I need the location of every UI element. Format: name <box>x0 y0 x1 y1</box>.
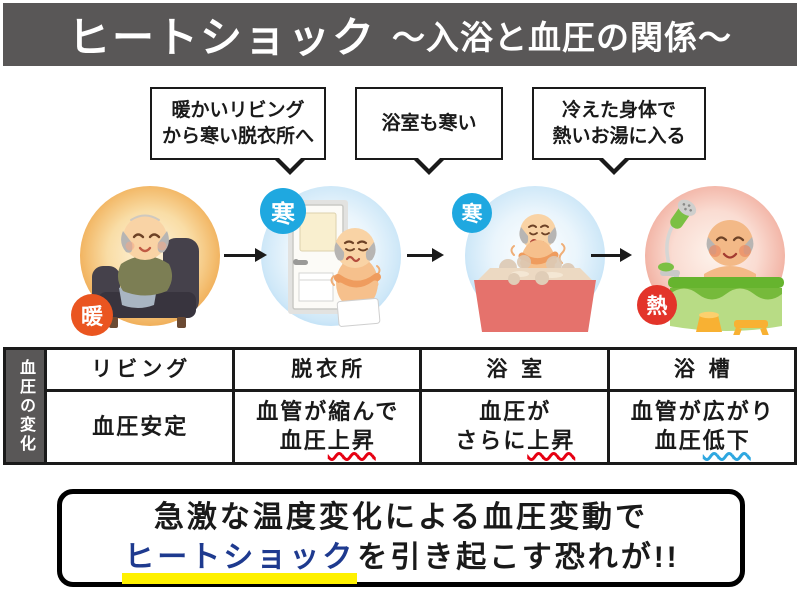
table-cell-bathtub: 血管が広がり 血圧低下 <box>609 392 794 462</box>
bubble-line: 熱いお湯に入る <box>552 125 686 147</box>
page-title-main: ヒートショック <box>67 14 376 61</box>
temperature-badge-cold: 寒 <box>260 188 306 234</box>
page-title-bar: ヒートショック ～入浴と血圧の関係～ <box>3 3 797 66</box>
temperature-badge-cold: 寒 <box>452 193 492 233</box>
bathtub-illustration <box>645 186 785 335</box>
bubble-line: 冷えた身体で <box>561 99 676 121</box>
wavy-underline-blue: 低下 <box>702 428 751 453</box>
wavy-underline-red: 上昇 <box>527 428 576 453</box>
wavy-underline-red: 上昇 <box>327 428 376 453</box>
stage-bathroom: 寒 <box>450 180 620 335</box>
right-arrow-icon <box>407 248 444 262</box>
page-title-sub: ～入浴と血圧の関係～ <box>392 18 732 56</box>
speech-bubble-bathtub: 冷えた身体で 熱いお湯に入る <box>532 87 706 175</box>
right-arrow-icon <box>591 248 632 262</box>
blood-pressure-table: 血圧の変化 リビング 脱衣所 浴 室 浴 槽 血圧安定 血管が縮んで 血圧上昇 … <box>3 347 797 465</box>
table-cell-living: 血圧安定 <box>47 392 232 462</box>
warning-box: 急激な温度変化による血圧変動で ヒートショックを引き起こす恐れが!! <box>57 489 745 587</box>
table-row-header: 血圧の変化 <box>6 350 44 462</box>
speech-bubble-dressing: 暖かいリビング から寒い脱衣所へ <box>150 87 326 175</box>
heat-shock-keyword: ヒートショック <box>122 542 358 584</box>
warning-line-2: ヒートショックを引き起こす恐れが!! <box>122 538 679 584</box>
speech-bubble-bathroom: 浴室も寒い <box>355 87 503 175</box>
warning-line-1: 急激な温度変化による血圧変動で <box>153 501 649 535</box>
table-column-header: 脱衣所 <box>234 350 419 389</box>
right-arrow-icon <box>224 248 267 262</box>
bathroom-illustration <box>465 186 605 332</box>
stage-living-room: 暖 <box>65 180 235 336</box>
table-column-header: 浴 室 <box>422 350 607 389</box>
living-room-illustration <box>80 186 220 328</box>
temperature-badge-hot: 熱 <box>637 285 677 325</box>
bubble-line: 暖かいリビング <box>171 99 305 121</box>
bubble-line: から寒い脱衣所へ <box>161 125 314 147</box>
bubble-line: 浴室も寒い <box>381 112 477 134</box>
table-column-header: 浴 槽 <box>609 350 794 389</box>
stage-dressing-room: 寒 <box>246 180 416 335</box>
table-column-header: リビング <box>47 350 232 389</box>
temperature-badge-warm: 暖 <box>71 294 113 336</box>
stage-bathtub: 熱 <box>630 180 800 335</box>
table-cell-bathroom: 血圧が さらに上昇 <box>422 392 607 462</box>
table-cell-dressing: 血管が縮んで 血圧上昇 <box>234 392 419 462</box>
